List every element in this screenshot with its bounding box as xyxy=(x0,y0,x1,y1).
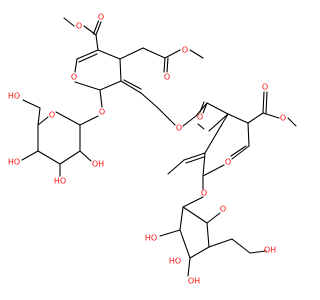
atom-label: O xyxy=(98,13,104,22)
atom-label: O xyxy=(76,22,82,31)
bond xyxy=(185,156,205,164)
bond xyxy=(247,112,264,124)
bond xyxy=(189,49,204,59)
bond xyxy=(74,81,101,91)
bond xyxy=(183,152,206,161)
atom-label: O xyxy=(262,83,268,92)
bond xyxy=(79,115,99,126)
atom-label: O xyxy=(99,108,105,117)
atom-label: HO xyxy=(169,257,181,266)
bond xyxy=(179,206,184,231)
atom-label: O xyxy=(225,158,231,167)
bond xyxy=(208,113,229,132)
bond xyxy=(262,91,265,114)
atom-label: O xyxy=(201,189,207,198)
bond xyxy=(206,212,221,224)
atom-label: HO xyxy=(54,177,66,186)
atom-labels: O O O O O O O HO HO HO OH O O O O O O O … xyxy=(8,13,286,286)
bond xyxy=(163,57,166,73)
atom-label: HO xyxy=(8,158,20,167)
bond xyxy=(187,257,191,277)
bond xyxy=(95,21,102,36)
bond xyxy=(231,145,250,160)
bond xyxy=(265,91,268,114)
bond xyxy=(167,159,185,175)
atom-label: HO xyxy=(8,92,20,101)
bond xyxy=(21,150,39,161)
bond xyxy=(262,112,280,119)
bond xyxy=(287,117,297,127)
bond xyxy=(99,89,103,108)
bond xyxy=(120,80,142,94)
bond xyxy=(159,229,181,237)
atom-label: O xyxy=(280,114,286,123)
bond xyxy=(227,113,249,124)
molecule-structure-canvas: O O O O O O O HO HO HO OH O O O O O O O … xyxy=(8,13,297,286)
bond xyxy=(249,250,267,254)
bond xyxy=(182,206,208,224)
bond xyxy=(202,152,206,177)
bond xyxy=(55,111,81,126)
atom-label: O xyxy=(182,46,188,55)
bond xyxy=(59,150,81,165)
bond xyxy=(22,99,41,109)
atom-label: O xyxy=(197,113,203,122)
bond xyxy=(142,47,166,59)
atom-label: OH xyxy=(188,277,200,286)
bond xyxy=(208,238,233,248)
bond xyxy=(182,196,204,208)
bond xyxy=(199,101,205,113)
atom-label: OH xyxy=(92,160,104,169)
bond xyxy=(99,80,122,91)
bond xyxy=(76,49,99,60)
bond xyxy=(206,222,210,248)
bond xyxy=(164,49,181,59)
bond xyxy=(204,113,229,154)
atom-label: OH xyxy=(264,246,276,255)
bond xyxy=(202,102,208,114)
bond xyxy=(63,17,75,27)
molecule-structure: O O O O O O O HO HO HO OH O O O O O O O … xyxy=(8,13,297,286)
bond xyxy=(79,150,92,162)
bond-network xyxy=(21,17,297,277)
atom-label: O xyxy=(176,124,182,133)
bond xyxy=(231,238,251,254)
bond xyxy=(182,115,197,127)
bond xyxy=(247,122,250,147)
bond xyxy=(37,116,49,126)
bond xyxy=(230,145,247,157)
atom-label: HO xyxy=(145,234,157,243)
bond xyxy=(123,79,142,90)
bond xyxy=(179,229,191,259)
bond xyxy=(140,92,159,109)
bond xyxy=(119,47,144,60)
atom-label: O xyxy=(49,111,55,120)
bond xyxy=(157,107,176,126)
bond xyxy=(119,58,122,82)
bond xyxy=(37,107,41,126)
bond xyxy=(189,246,210,259)
atom-label: O xyxy=(71,73,77,82)
atom-label: O xyxy=(220,205,226,214)
bond xyxy=(206,102,229,115)
bond xyxy=(97,49,121,60)
bond xyxy=(74,58,78,73)
bond xyxy=(197,123,205,130)
bond xyxy=(37,150,61,165)
bond xyxy=(95,34,99,51)
bond xyxy=(92,20,100,35)
bond xyxy=(202,164,225,177)
atom-label: O xyxy=(164,73,170,82)
bond xyxy=(166,57,169,73)
bond xyxy=(78,53,98,63)
